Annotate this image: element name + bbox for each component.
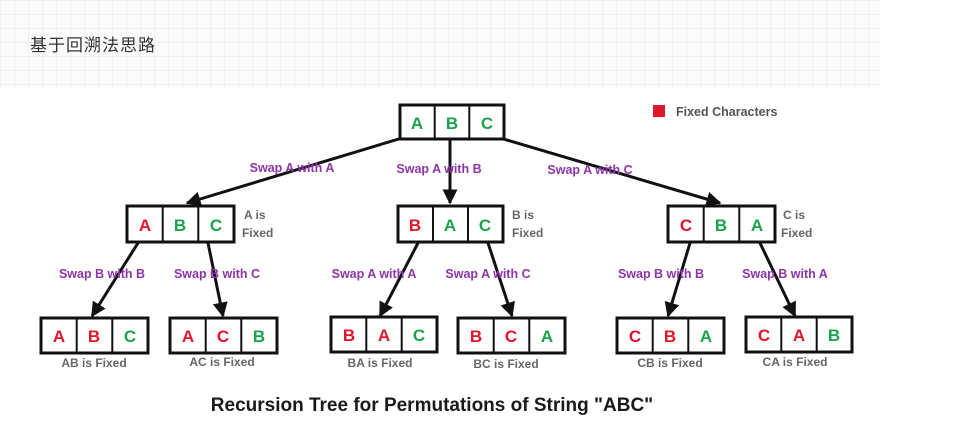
node-letter: B — [253, 327, 265, 346]
tree-node-level2: C B A — [615, 316, 726, 355]
node-letter: C — [758, 326, 770, 345]
tree-node-level2: B C A — [456, 316, 567, 355]
node-note: BC is Fixed — [473, 357, 538, 371]
node-note: Fixed — [781, 226, 812, 240]
edge-node2-to-leaf4 — [486, 242, 515, 318]
page-heading: 基于回溯法思路 — [30, 36, 156, 56]
node-letter: B — [174, 216, 186, 235]
edge-label-level2: Swap B with A — [742, 267, 828, 281]
node-letter: B — [664, 327, 676, 346]
node-note: BA is Fixed — [348, 356, 413, 370]
node-letter: C — [413, 326, 425, 345]
edge-label-level1: Swap A with B — [396, 162, 481, 176]
diagram-caption: Recursion Tree for Permutations of Strin… — [211, 395, 653, 416]
node-letter: A — [411, 114, 423, 133]
node-letter: C — [479, 216, 491, 235]
node-note: AC is Fixed — [189, 355, 254, 369]
header-grid-background — [0, 0, 880, 88]
node-letter: C — [680, 216, 692, 235]
node-note: Fixed — [242, 226, 273, 240]
node-letter: C — [481, 114, 493, 133]
tree-node-level1: C B A — [666, 204, 777, 244]
node-letter: A — [793, 326, 805, 345]
node-letter: B — [828, 326, 840, 345]
node-note: Fixed — [512, 226, 543, 240]
tree-node-level2: C A B — [744, 315, 854, 354]
node-letter: C — [124, 327, 136, 346]
edge-label-level2: Swap B with B — [59, 267, 145, 281]
edge-root-to-node3 — [499, 136, 722, 207]
node-letter: A — [444, 216, 456, 235]
tree-node-level2: A C B — [168, 316, 279, 355]
edge-root-to-node1 — [185, 136, 403, 207]
tree-node-level2: A B C — [39, 316, 150, 355]
edge-node1-to-leaf1 — [90, 242, 140, 318]
tree-node-level1: A B C — [125, 204, 236, 244]
node-note: CB is Fixed — [637, 356, 702, 370]
tree-node-level2: B A C — [329, 315, 439, 354]
legend-swatch — [653, 105, 665, 117]
node-note: AB is Fixed — [61, 356, 126, 370]
node-letter: B — [715, 216, 727, 235]
node-note: CA is Fixed — [763, 355, 828, 369]
node-letter: B — [88, 327, 100, 346]
edge-label-level2: Swap B with C — [174, 267, 260, 281]
node-letter: A — [751, 216, 763, 235]
node-note: C is — [783, 208, 805, 222]
node-letter: C — [210, 216, 222, 235]
tree-node-level1: B A C — [396, 204, 505, 244]
node-letter: A — [378, 326, 390, 345]
node-note: A is — [244, 208, 266, 222]
edge-label-level1: Swap A with C — [547, 163, 632, 177]
legend-label: Fixed Characters — [676, 105, 777, 119]
edge-label-level2: Swap B with B — [618, 267, 704, 281]
edge-node2-to-leaf3 — [378, 242, 420, 318]
node-letter: B — [409, 216, 421, 235]
node-letter: A — [53, 327, 65, 346]
node-letter: B — [343, 326, 355, 345]
node-letter: A — [139, 216, 151, 235]
edge-node3-to-leaf6 — [758, 242, 797, 318]
tree-node-root: A B C — [398, 103, 506, 141]
edge-node1-to-leaf2 — [206, 242, 228, 318]
node-letter: A — [700, 327, 712, 346]
edge-label-level1: Swap A with A — [250, 161, 335, 175]
node-note: B is — [512, 208, 534, 222]
edge-label-level2: Swap A with A — [332, 267, 417, 281]
edge-labels: Swap A with A Swap A with B Swap A with … — [59, 161, 828, 281]
node-letter: C — [629, 327, 641, 346]
tree-edges — [90, 136, 797, 318]
node-letter: B — [446, 114, 458, 133]
edge-node3-to-leaf5 — [664, 242, 692, 318]
node-letter: A — [541, 327, 553, 346]
node-letter: C — [217, 327, 229, 346]
node-letter: C — [505, 327, 517, 346]
node-letter: A — [182, 327, 194, 346]
node-letter: B — [470, 327, 482, 346]
edge-label-level2: Swap A with C — [445, 267, 530, 281]
